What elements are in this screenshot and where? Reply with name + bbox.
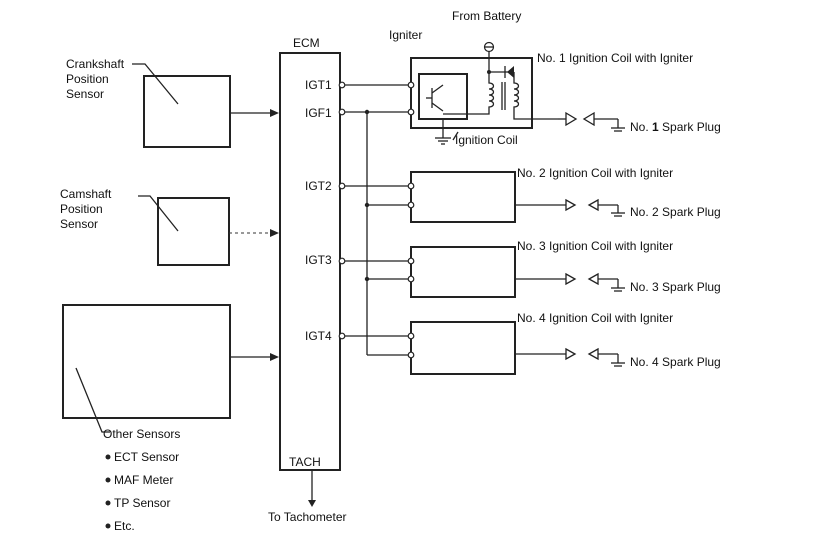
coil3-label: No. 3 Ignition Coil with Igniter xyxy=(517,239,673,253)
pin-igt2-label: IGT2 xyxy=(305,179,332,193)
ecm-pin-igt2 xyxy=(338,182,346,190)
igf-junction-3 xyxy=(364,276,370,282)
crankshaft-label-line1: Crankshaft xyxy=(66,57,125,71)
crankshaft-sensor-box xyxy=(143,75,231,148)
pin-igt4-label: IGT4 xyxy=(305,329,332,343)
bullet-ect xyxy=(105,454,111,460)
camshaft-arrow xyxy=(270,229,279,237)
spark-gap-4-icon xyxy=(515,347,625,367)
secondary-winding-icon xyxy=(513,72,558,120)
crankshaft-label-line3: Sensor xyxy=(66,87,104,101)
pin-igf1-label: IGF1 xyxy=(305,106,332,120)
igf-bus xyxy=(366,112,411,356)
other-sensors-box xyxy=(62,304,231,419)
coil4-box xyxy=(410,321,516,375)
coil4-pin-igt xyxy=(407,332,415,340)
crankshaft-leader xyxy=(132,63,179,105)
crankshaft-label-line2: Position xyxy=(66,72,109,86)
bullet-tp xyxy=(105,500,111,506)
tach-label: TACH xyxy=(289,455,321,469)
spark-gap-1-icon xyxy=(558,111,618,127)
spark-gap-2-icon xyxy=(515,198,625,217)
plug1-number: 1 xyxy=(652,120,659,134)
ecm-pin-igt4 xyxy=(338,332,346,340)
coil3-pin-igt xyxy=(407,257,415,265)
plug1-suffix: Spark Plug xyxy=(659,120,721,134)
coil3-pin-igf xyxy=(407,275,415,283)
crankshaft-arrow xyxy=(270,109,279,117)
plug1-prefix: No. xyxy=(630,120,652,134)
from-battery-label: From Battery xyxy=(452,9,521,23)
other-sensor-etc: Etc. xyxy=(114,519,135,533)
tach-arrow-head xyxy=(308,500,316,507)
other-sensors-leader xyxy=(75,367,110,433)
coil1-label: No. 1 Ignition Coil with Igniter xyxy=(537,51,693,65)
transistor-symbol xyxy=(426,84,444,112)
crankshaft-label: Crankshaft Position Sensor xyxy=(66,57,127,101)
ecm-pin-igt1 xyxy=(338,81,346,89)
igf-junction-2 xyxy=(364,202,370,208)
coil2-pin-igf xyxy=(407,201,415,209)
ignition-coil-label: Ignition Coil xyxy=(455,133,518,147)
other-sensors-arrow xyxy=(270,353,279,361)
igf-junction-1 xyxy=(364,109,370,115)
to-tachometer-label: To Tachometer xyxy=(268,510,347,524)
camshaft-sensor-box xyxy=(157,197,230,266)
coil1-outer-box xyxy=(410,57,533,129)
coil1-pin-igf xyxy=(407,108,415,116)
other-sensors-label: Other Sensors xyxy=(103,427,180,441)
ignition-coil-leader xyxy=(452,131,459,141)
coil4-label: No. 4 Ignition Coil with Igniter xyxy=(517,311,673,325)
primary-winding-icon xyxy=(443,72,495,115)
other-sensor-ect: ECT Sensor xyxy=(114,450,179,464)
camshaft-label-line3: Sensor xyxy=(60,217,98,231)
coil1-pin-igt xyxy=(407,81,415,89)
coil4-pin-igf xyxy=(407,351,415,359)
igniter-inner-box xyxy=(418,73,468,120)
camshaft-label-line1: Camshaft xyxy=(60,187,112,201)
plug3-label: No. 3 Spark Plug xyxy=(630,280,721,294)
plug2-label: No. 2 Spark Plug xyxy=(630,205,721,219)
igniter-ground-symbol xyxy=(435,137,451,145)
pin-igt3-label: IGT3 xyxy=(305,253,332,267)
coil3-box xyxy=(410,246,516,298)
plug1-label: No. 1 Spark Plug xyxy=(630,120,721,134)
coil2-box xyxy=(410,171,516,223)
diode-icon xyxy=(504,66,514,78)
other-sensor-maf: MAF Meter xyxy=(114,473,173,487)
bullet-etc xyxy=(105,523,111,529)
ecm-pin-igt3 xyxy=(338,257,346,265)
ecm-label: ECM xyxy=(293,36,320,50)
igniter-label: Igniter xyxy=(389,28,422,42)
camshaft-label-line2: Position xyxy=(60,202,103,216)
bullet-maf xyxy=(105,477,111,483)
pin-igt1-label: IGT1 xyxy=(305,78,332,92)
coil2-label: No. 2 Ignition Coil with Igniter xyxy=(517,166,673,180)
camshaft-label: Camshaft Position Sensor xyxy=(60,187,115,231)
spark-gap-3-icon xyxy=(515,272,625,292)
plug4-label: No. 4 Spark Plug xyxy=(630,355,721,369)
plug1-ground-symbol xyxy=(611,119,625,132)
other-sensor-tp: TP Sensor xyxy=(114,496,170,510)
ecm-pin-igf1 xyxy=(338,108,346,116)
camshaft-leader xyxy=(138,195,179,232)
coil2-pin-igt xyxy=(407,182,415,190)
